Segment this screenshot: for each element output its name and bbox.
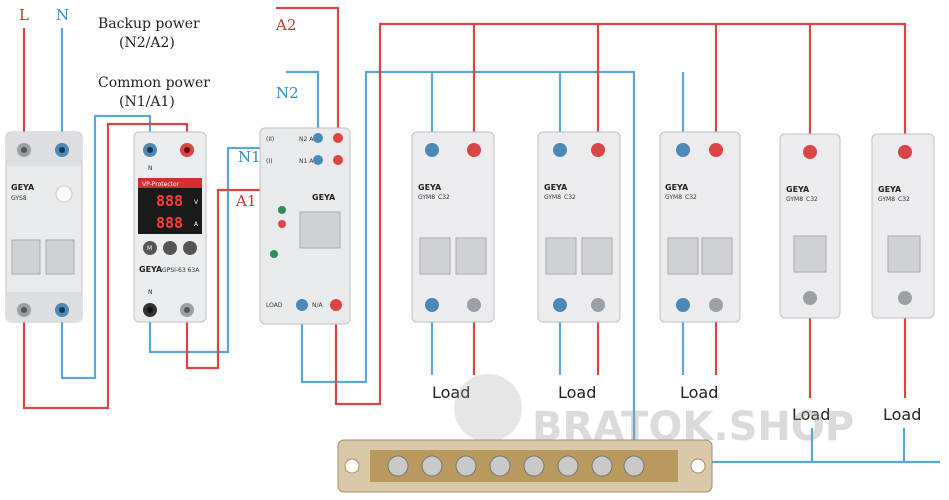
breaker-3-rating: C32 [685,194,697,201]
label-common-power: Common power [98,75,210,91]
vp-brand: GEYA [139,265,163,274]
rcbo-toggle-left[interactable] [11,239,41,275]
vp-display-bottom: 888 [156,214,183,232]
ats-na-label: N/A [312,302,324,309]
breaker-3-model: GYM8 [665,194,682,201]
ats-brand: GEYA [312,193,336,202]
vp-mode-button[interactable] [143,241,157,255]
breaker-3-brand: GEYA [665,183,689,192]
label-common-power-sub: (N1/A1) [119,94,175,110]
wire-ats-load [300,70,636,462]
ats-row-ii-terms: N2 A2 [299,136,317,143]
watermark: BRATOK.SHOP [454,374,854,450]
rcbo-brand: GEYA [11,183,35,192]
load-label-5: Load [883,405,921,424]
breaker-5: GEYA GYM8 C32 [871,133,935,319]
vp-up-button[interactable] [163,241,177,255]
breaker-3-toggle-a[interactable] [667,237,699,275]
breaker-2-model: GYM8 [544,194,561,201]
vp-down-button[interactable] [183,241,197,255]
label-backup-power: Backup power [98,16,200,32]
vp-model: GPSI-63 63A [162,267,200,274]
gorilla-logo-icon [454,374,522,442]
ats-load-label: LOAD [266,302,283,309]
label-a2: A2 [275,16,296,34]
vp-mode-label: M [147,245,152,252]
label-n: N [56,6,69,24]
breaker-3: GEYA GYM8 C32 [659,131,741,323]
load-label-4: Load [792,405,830,424]
vp-terminal-n-bottom: N [148,289,153,296]
vp-unit-bottom: A [194,221,199,228]
wire-ats-na [334,22,907,406]
label-n2: N2 [276,84,299,102]
wire-rcbo-vp-l [22,122,189,410]
breaker-5-rating: C32 [898,196,910,203]
ats-row-i: (I) [266,158,272,165]
breaker-1-toggle-a[interactable] [419,237,451,275]
breaker-1: GEYA GYM8 C32 [411,131,495,323]
load-label-2: Load [558,383,596,402]
breaker-5-toggle[interactable] [887,235,921,273]
breaker-1-model: GYM8 [418,194,435,201]
load-label-1: Load [432,383,470,402]
breaker-4-brand: GEYA [786,185,810,194]
breaker-5-model: GYM8 [878,196,895,203]
breaker-1-toggle-b[interactable] [455,237,487,275]
breaker-2: GEYA GYM8 C32 [537,131,621,323]
ats-switch-lever[interactable] [299,211,341,249]
ats-row-ii: (II) [266,136,274,143]
voltage-protector-device: N VP-Protector 888 V 888 A M GEYA GPSI-6… [133,131,207,323]
vp-terminal-n-label: N [148,165,153,172]
breaker-4-toggle[interactable] [793,235,827,273]
ats-device: (II) N2 A2 (I) N1 A1 GEYA LOAD N/A [259,127,351,325]
wire-n2 [286,70,320,132]
rcbo-test-button[interactable] [55,185,73,203]
label-l: L [19,6,29,24]
neutral-bus-bar [337,439,713,493]
breaker-2-rating: C32 [564,194,576,201]
breaker-5-brand: GEYA [878,185,902,194]
rcbo-device: GEYA GYS8 [5,131,83,323]
load-label-3: Load [680,383,718,402]
breaker-2-toggle-a[interactable] [545,237,577,275]
wire-rcbo-vp-n [60,114,152,380]
ats-row-i-terms: N1 A1 [299,158,317,165]
breaker-3-toggle-b[interactable] [701,237,733,275]
breaker-4-rating: C32 [806,196,818,203]
rcbo-toggle-right[interactable] [45,239,75,275]
breaker-2-toggle-b[interactable] [581,237,613,275]
vp-display-top: 888 [156,192,183,210]
breaker-4-model: GYM8 [786,196,803,203]
label-n1: N1 [238,148,261,166]
wire-a2 [276,6,340,132]
rcbo-model: GYS8 [11,195,27,202]
breaker-2-brand: GEYA [544,183,568,192]
breaker-1-brand: GEYA [418,183,442,192]
label-a1: A1 [235,192,256,210]
vp-unit-top: V [194,199,199,206]
breaker-4: GEYA GYM8 C32 [779,133,841,319]
label-backup-power-sub: (N2/A2) [119,35,175,51]
breaker-1-rating: C32 [438,194,450,201]
vp-title: VP-Protector [142,181,180,188]
